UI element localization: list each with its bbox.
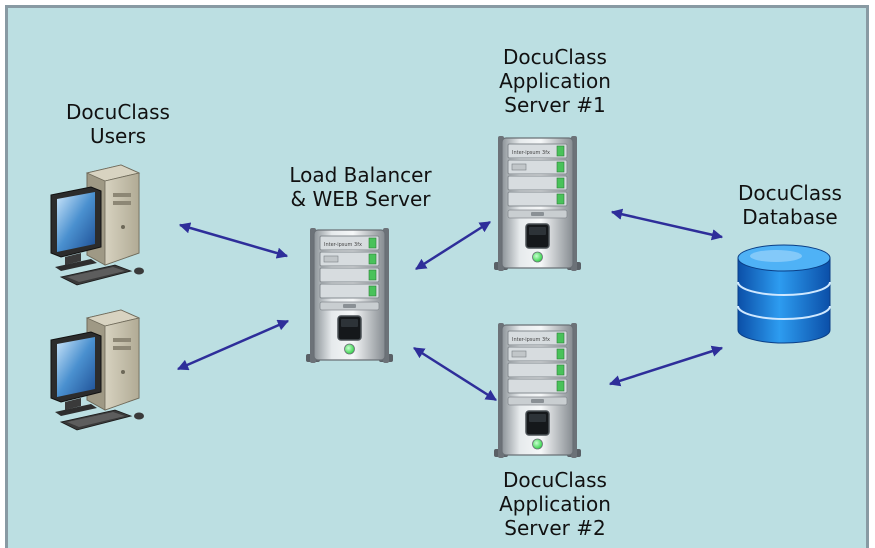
- load-balancer-label-line-2: & WEB Server: [290, 187, 431, 211]
- double-arrow-icon: [178, 222, 289, 259]
- app-server-2-label-line-3: Server #2: [504, 516, 606, 540]
- users-label-line-2: Users: [89, 124, 146, 148]
- desktop-computer-icon: [50, 164, 145, 286]
- double-arrow-icon: [415, 220, 491, 271]
- load-balancer-server-icon: [305, 227, 394, 364]
- database-label: DocuClass Database: [715, 181, 865, 229]
- app-server-2-label-line-1: DocuClass: [503, 468, 607, 492]
- app-server-1-label-line-3: Server #1: [504, 93, 606, 117]
- app-server-2-label-line-2: Application: [499, 492, 611, 516]
- app-server-1-label-line-2: Application: [499, 69, 611, 93]
- users-label: DocuClass Users: [43, 100, 193, 148]
- app-server-1-label-line-1: DocuClass: [503, 45, 607, 69]
- desktop-computer-icon: [50, 309, 145, 431]
- app-server-1-icon: [493, 135, 582, 272]
- double-arrow-icon: [413, 346, 497, 402]
- load-balancer-label-line-1: Load Balancer: [289, 163, 432, 187]
- database-cylinder-icon: [737, 244, 831, 344]
- double-arrow-icon: [176, 319, 290, 371]
- double-arrow-icon: [608, 345, 724, 387]
- load-balancer-label: Load Balancer & WEB Server: [268, 163, 453, 211]
- app-server-2-label: DocuClass Application Server #2: [480, 468, 630, 540]
- diagram-background: [5, 5, 869, 548]
- database-label-line-2: Database: [742, 205, 838, 229]
- double-arrow-icon: [610, 208, 724, 241]
- app-server-2-icon: [493, 322, 582, 459]
- app-server-1-label: DocuClass Application Server #1: [480, 45, 630, 117]
- database-label-line-1: DocuClass: [738, 181, 842, 205]
- users-label-line-1: DocuClass: [66, 100, 170, 124]
